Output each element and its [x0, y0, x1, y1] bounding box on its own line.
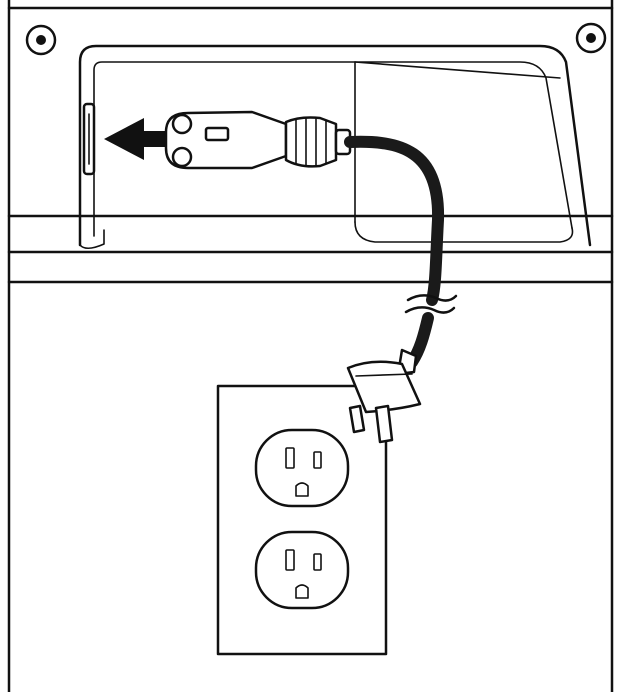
two-prong-plug-icon: [346, 348, 422, 444]
connector-bay: [78, 44, 592, 250]
screw-icon: [25, 24, 57, 56]
figure-8-power-connector-icon: [164, 110, 352, 170]
screw-icon: [575, 22, 607, 54]
receptacle-upper: [254, 428, 350, 508]
duplex-outlet-icon: [216, 384, 388, 656]
arrow-left-icon: [104, 118, 170, 160]
device-panel: [7, 0, 614, 692]
receptacle-lower: [254, 530, 350, 610]
